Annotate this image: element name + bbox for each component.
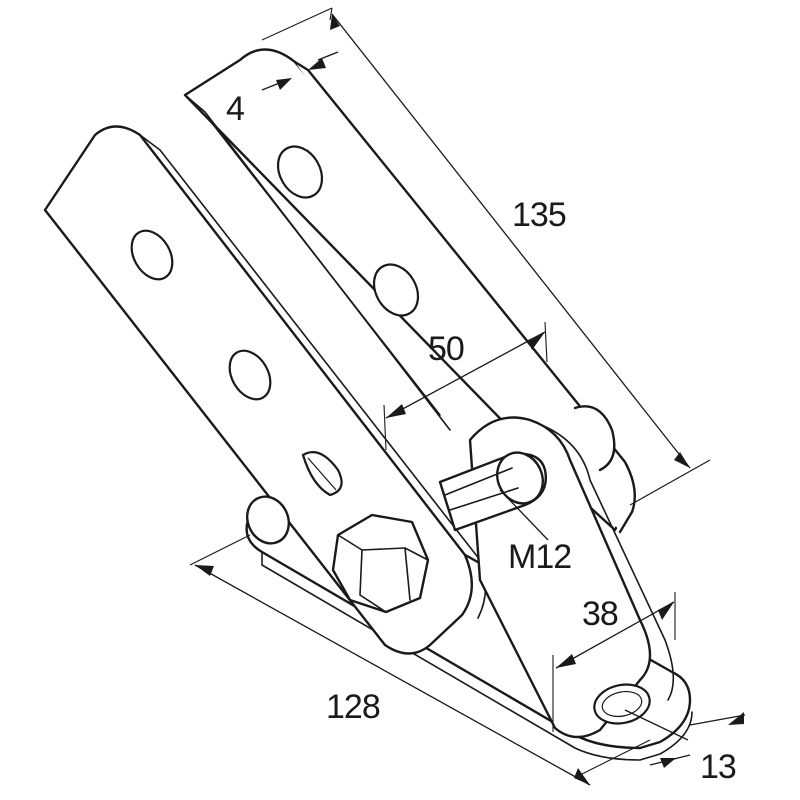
label-eye-hole: 13 [700, 748, 736, 786]
dim-hole-13 [624, 709, 746, 768]
dim-width-50 [383, 321, 548, 451]
label-thickness: 4 [226, 90, 244, 128]
label-base-length: 128 [326, 688, 380, 726]
dim-bolt-m12 [499, 489, 549, 541]
front-plate-hole [130, 229, 174, 281]
dim-base-128 [189, 534, 651, 786]
front-plate-hole [228, 349, 272, 401]
hex-nut [331, 513, 430, 614]
rear-plate-hole [276, 145, 324, 199]
rear-bolt-end [246, 495, 290, 545]
pin-m12 [438, 451, 547, 532]
dim-thickness [261, 7, 339, 91]
rear-plate-hole [372, 263, 420, 317]
label-eye-width: 38 [582, 595, 618, 633]
label-bolt: M12 [508, 538, 571, 576]
eye-hole [593, 683, 651, 725]
dim-length-135 [329, 7, 711, 506]
label-length: 135 [512, 196, 566, 234]
dim-eye-38 [552, 592, 676, 732]
label-inner-width: 50 [428, 330, 464, 368]
rear-plate [183, 48, 636, 534]
